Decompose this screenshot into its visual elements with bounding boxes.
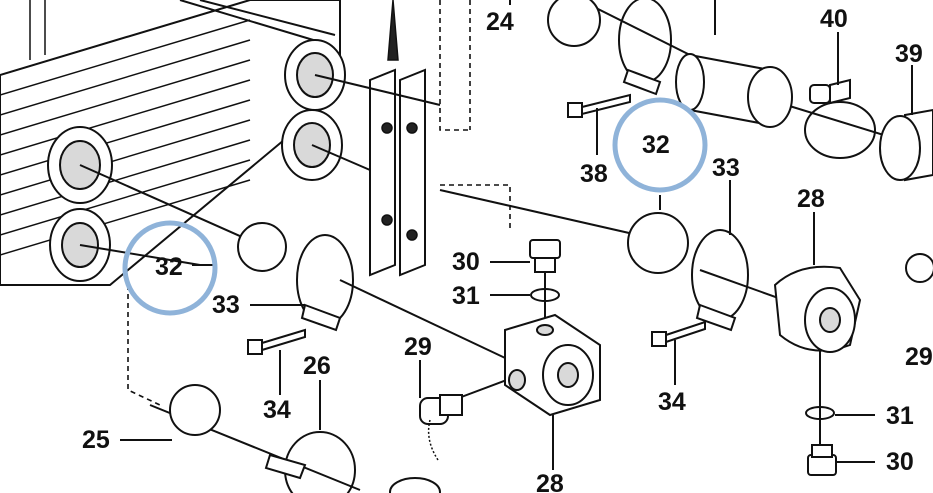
plate-heat-exchanger-icon [0,0,346,286]
hose-clamp-icon [618,0,672,96]
part-label-26: 26 [303,352,331,380]
pipe-nipple-icon [675,53,793,128]
part-label-39: 39 [895,40,923,68]
part-label-24: 24 [486,8,514,36]
hose-clamp-icon [264,431,356,493]
cap-icon [389,477,441,493]
drain-plug-icon [529,239,561,273]
part-label-28-right: 28 [797,185,825,213]
part-label-33-left: 33 [212,291,240,319]
connection-block-icon [773,265,862,353]
part-label-38: 38 [580,160,608,188]
hose-clamp-icon [804,101,876,159]
dust-cap-icon [419,380,463,461]
part-label-32-top: 32 [642,131,670,159]
part-label-31-right: 31 [886,402,914,430]
part-label-31-top: 31 [452,282,480,310]
highlight-ring-top [612,97,708,193]
connection-block-icon [504,313,601,417]
drain-plug-icon [807,444,837,476]
part-label-34-left: 34 [263,396,291,424]
sealing-washer-icon [530,288,560,302]
gasket-disc-icon [169,384,221,436]
part-label-34-right: 34 [658,388,686,416]
pipe-nipple-icon [879,108,933,182]
bolt-icon [809,78,851,105]
bolt-icon [247,328,306,355]
connection-block-icon [905,253,933,283]
gasket-disc-icon [627,212,689,274]
gasket-disc-icon [237,222,287,272]
label-leaders [120,0,913,470]
part-label-40: 40 [820,5,848,33]
part-label-29-right: 29 [905,343,933,371]
mounting-bracket-icon [369,0,426,277]
part-label-30-top: 30 [452,248,480,276]
part-label-30-right: 30 [886,448,914,476]
hose-clamp-icon [691,229,749,332]
bolt-icon [567,93,631,118]
part-label-28-bottom: 28 [536,470,564,493]
sealing-washer-icon [805,406,835,420]
hose-clamp-icon [296,234,354,332]
gasket-disc-icon [547,0,601,47]
bolt-icon [651,320,706,347]
part-label-29: 29 [404,333,432,361]
highlight-ring-left [122,220,218,316]
part-label-25: 25 [82,426,110,454]
assembly-lines [79,0,901,491]
part-label-32-left: 32 [155,253,183,281]
part-label-33-top: 33 [712,154,740,182]
